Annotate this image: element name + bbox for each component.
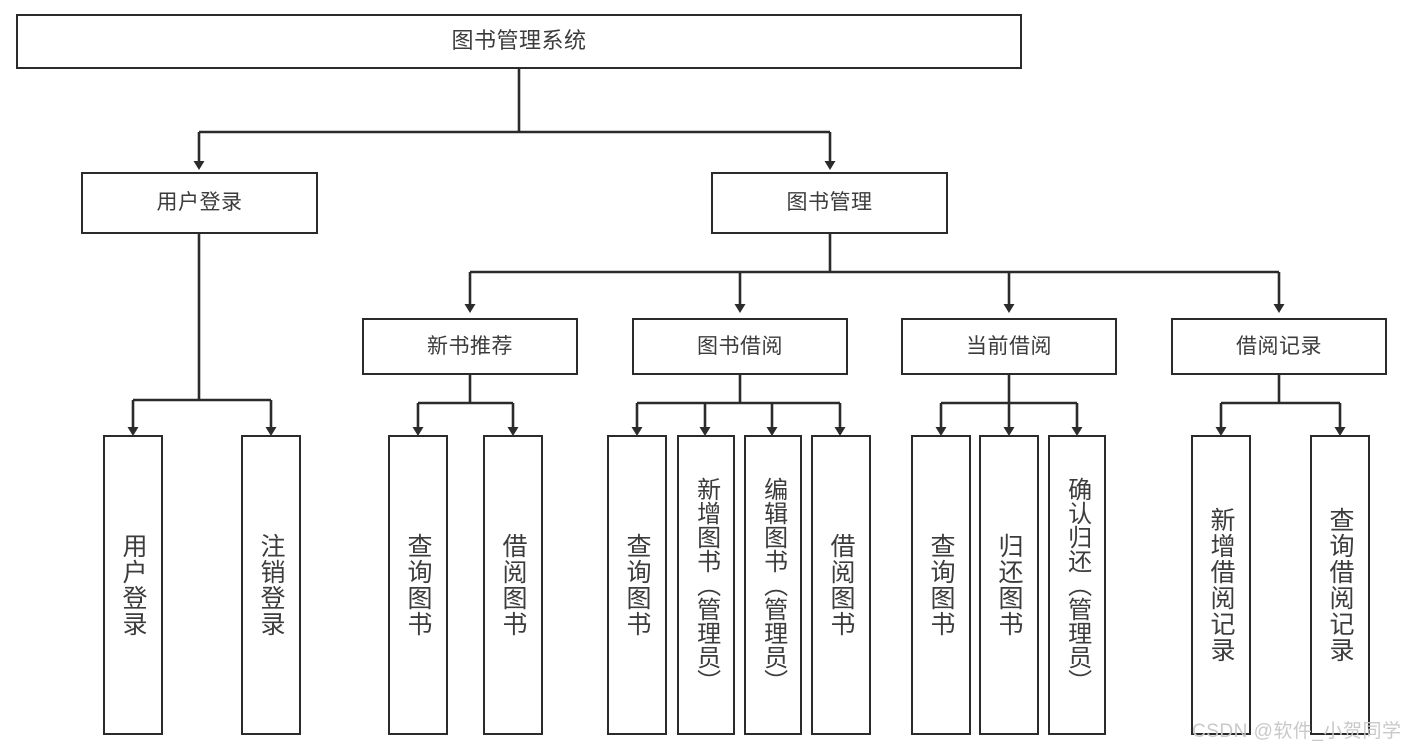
leaf-borrow-record-query-record[interactable]: 查询借阅记录 <box>1310 435 1370 735</box>
leaf-current-borrow-query-book[interactable]: 查询图书 <box>911 435 971 735</box>
node-label: 查询借阅记录 <box>1326 507 1354 663</box>
node-label: 借阅图书 <box>827 533 855 637</box>
leaf-user-login-logout[interactable]: 注销登录 <box>241 435 301 735</box>
node-label: 编辑图书（管理员） <box>759 477 787 693</box>
node-label: 图书借阅 <box>697 334 783 358</box>
leaf-borrow-record-add-record[interactable]: 新增借阅记录 <box>1191 435 1251 735</box>
node-label: 图书管理 <box>786 191 873 215</box>
node-root-library-management-system[interactable]: 图书管理系统 <box>16 14 1022 69</box>
node-label: 当前借阅 <box>966 334 1052 358</box>
leaf-book-borrow-query-book[interactable]: 查询图书 <box>607 435 667 735</box>
node-label: 图书管理系统 <box>451 28 587 54</box>
node-label: 归还图书 <box>995 533 1023 637</box>
leaf-book-borrow-add-book-admin[interactable]: 新增图书（管理员） <box>677 435 735 735</box>
node-label: 用户登录 <box>156 191 243 215</box>
node-label: 新书推荐 <box>427 334 513 358</box>
node-new-book-recommend[interactable]: 新书推荐 <box>362 318 578 375</box>
node-label: 确认归还（管理员） <box>1063 477 1091 693</box>
node-label: 查询图书 <box>623 533 651 637</box>
leaf-current-borrow-confirm-return-admin[interactable]: 确认归还（管理员） <box>1048 435 1106 735</box>
leaf-book-borrow-edit-book-admin[interactable]: 编辑图书（管理员） <box>744 435 802 735</box>
node-label: 借阅记录 <box>1236 334 1322 358</box>
node-label: 查询图书 <box>404 533 432 637</box>
node-label: 借阅图书 <box>499 533 527 637</box>
node-book-borrow[interactable]: 图书借阅 <box>632 318 848 375</box>
leaf-book-borrow-borrow-book[interactable]: 借阅图书 <box>811 435 871 735</box>
node-label: 新增借阅记录 <box>1207 507 1235 663</box>
node-label: 查询图书 <box>927 533 955 637</box>
node-borrow-record[interactable]: 借阅记录 <box>1171 318 1387 375</box>
node-current-borrow[interactable]: 当前借阅 <box>901 318 1117 375</box>
node-user-login[interactable]: 用户登录 <box>81 172 318 234</box>
leaf-new-book-query-book[interactable]: 查询图书 <box>388 435 448 735</box>
node-label: 用户登录 <box>119 533 147 637</box>
leaf-user-login-login[interactable]: 用户登录 <box>103 435 163 735</box>
node-book-management[interactable]: 图书管理 <box>711 172 948 234</box>
leaf-current-borrow-return-book[interactable]: 归还图书 <box>979 435 1039 735</box>
csdn-watermark: CSDN @软件_小贺同学 <box>1192 721 1402 742</box>
node-label: 新增图书（管理员） <box>692 477 720 693</box>
leaf-new-book-borrow-book[interactable]: 借阅图书 <box>483 435 543 735</box>
node-label: 注销登录 <box>257 533 285 637</box>
